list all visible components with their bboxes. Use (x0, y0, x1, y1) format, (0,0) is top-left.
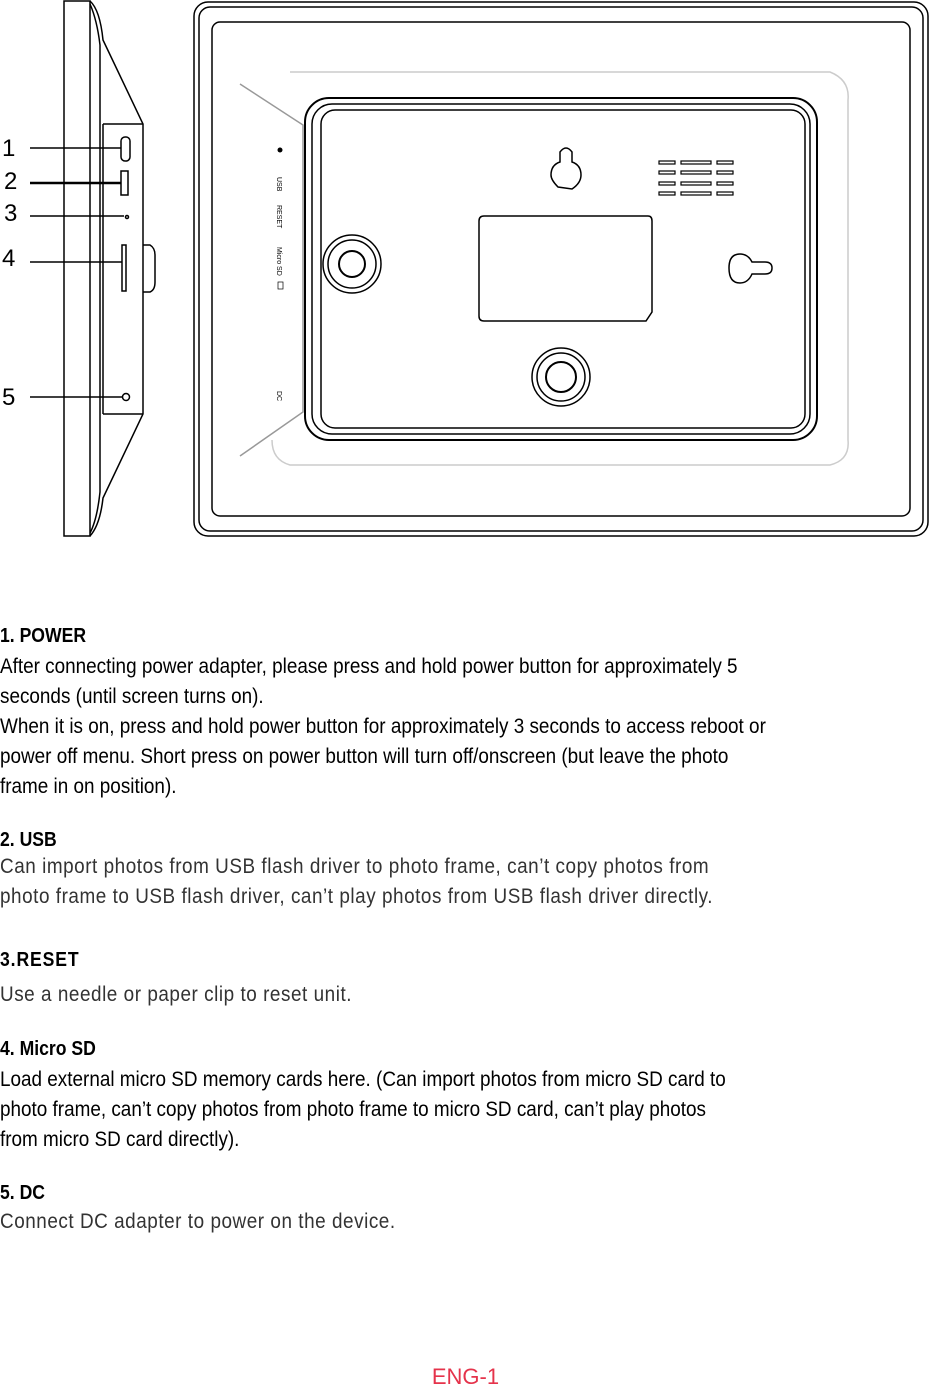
section-power: 1. POWER After connecting power adapter,… (0, 624, 931, 802)
port-label-reset: RESET (275, 205, 282, 229)
text-line: When it is on, press and hold power butt… (0, 715, 766, 738)
text-line: Can import photos from USB flash driver … (0, 855, 710, 878)
back-view (193, 1, 929, 537)
text-line: Load external micro SD memory cards here… (0, 1068, 726, 1091)
port-label-dc: DC (275, 391, 282, 401)
section-microsd: 4. Micro SD Load external micro SD memor… (0, 1037, 931, 1155)
side-view (30, 0, 156, 537)
section-heading: 1. POWER (0, 625, 87, 647)
port-label-usb: USB (275, 177, 282, 192)
section-heading: 3.RESET (0, 949, 80, 971)
text-line: photo frame, can’t copy photos from phot… (0, 1098, 706, 1121)
text-line: seconds (until screen turns on). (0, 685, 264, 708)
callout-3: 3 (4, 200, 17, 227)
sd-card-icon (277, 281, 284, 290)
port-label-microsd: Micro SD (275, 247, 282, 276)
photo-frame-diagram: 1 2 3 4 5 USB RESET Micro SD DC (2, 0, 929, 537)
section-heading: 5. DC (0, 1182, 45, 1204)
section-heading: 2. USB (0, 829, 57, 851)
section-reset: 3.RESET Use a needle or paper clip to re… (0, 948, 931, 1010)
text-line: power off menu. Short press on power but… (0, 745, 729, 768)
callout-4: 4 (2, 245, 15, 272)
callout-2: 2 (4, 168, 17, 195)
text-line: from micro SD card directly). (0, 1128, 240, 1151)
text-line: frame in on position). (0, 775, 177, 798)
text-line: After connecting power adapter, please p… (0, 655, 738, 678)
power-icon (277, 147, 283, 153)
text-line: Use a needle or paper clip to reset unit… (0, 983, 353, 1006)
callout-5: 5 (2, 384, 15, 411)
section-dc: 5. DC Connect DC adapter to power on the… (0, 1181, 931, 1237)
text-line: photo frame to USB flash driver, can’t p… (0, 885, 714, 908)
page-number: ENG-1 (431, 1364, 500, 1389)
section-usb: 2. USB Can import photos from USB flash … (0, 828, 931, 912)
text-line: Connect DC adapter to power on the devic… (0, 1210, 396, 1233)
callout-1: 1 (2, 135, 15, 162)
section-heading: 4. Micro SD (0, 1038, 96, 1060)
